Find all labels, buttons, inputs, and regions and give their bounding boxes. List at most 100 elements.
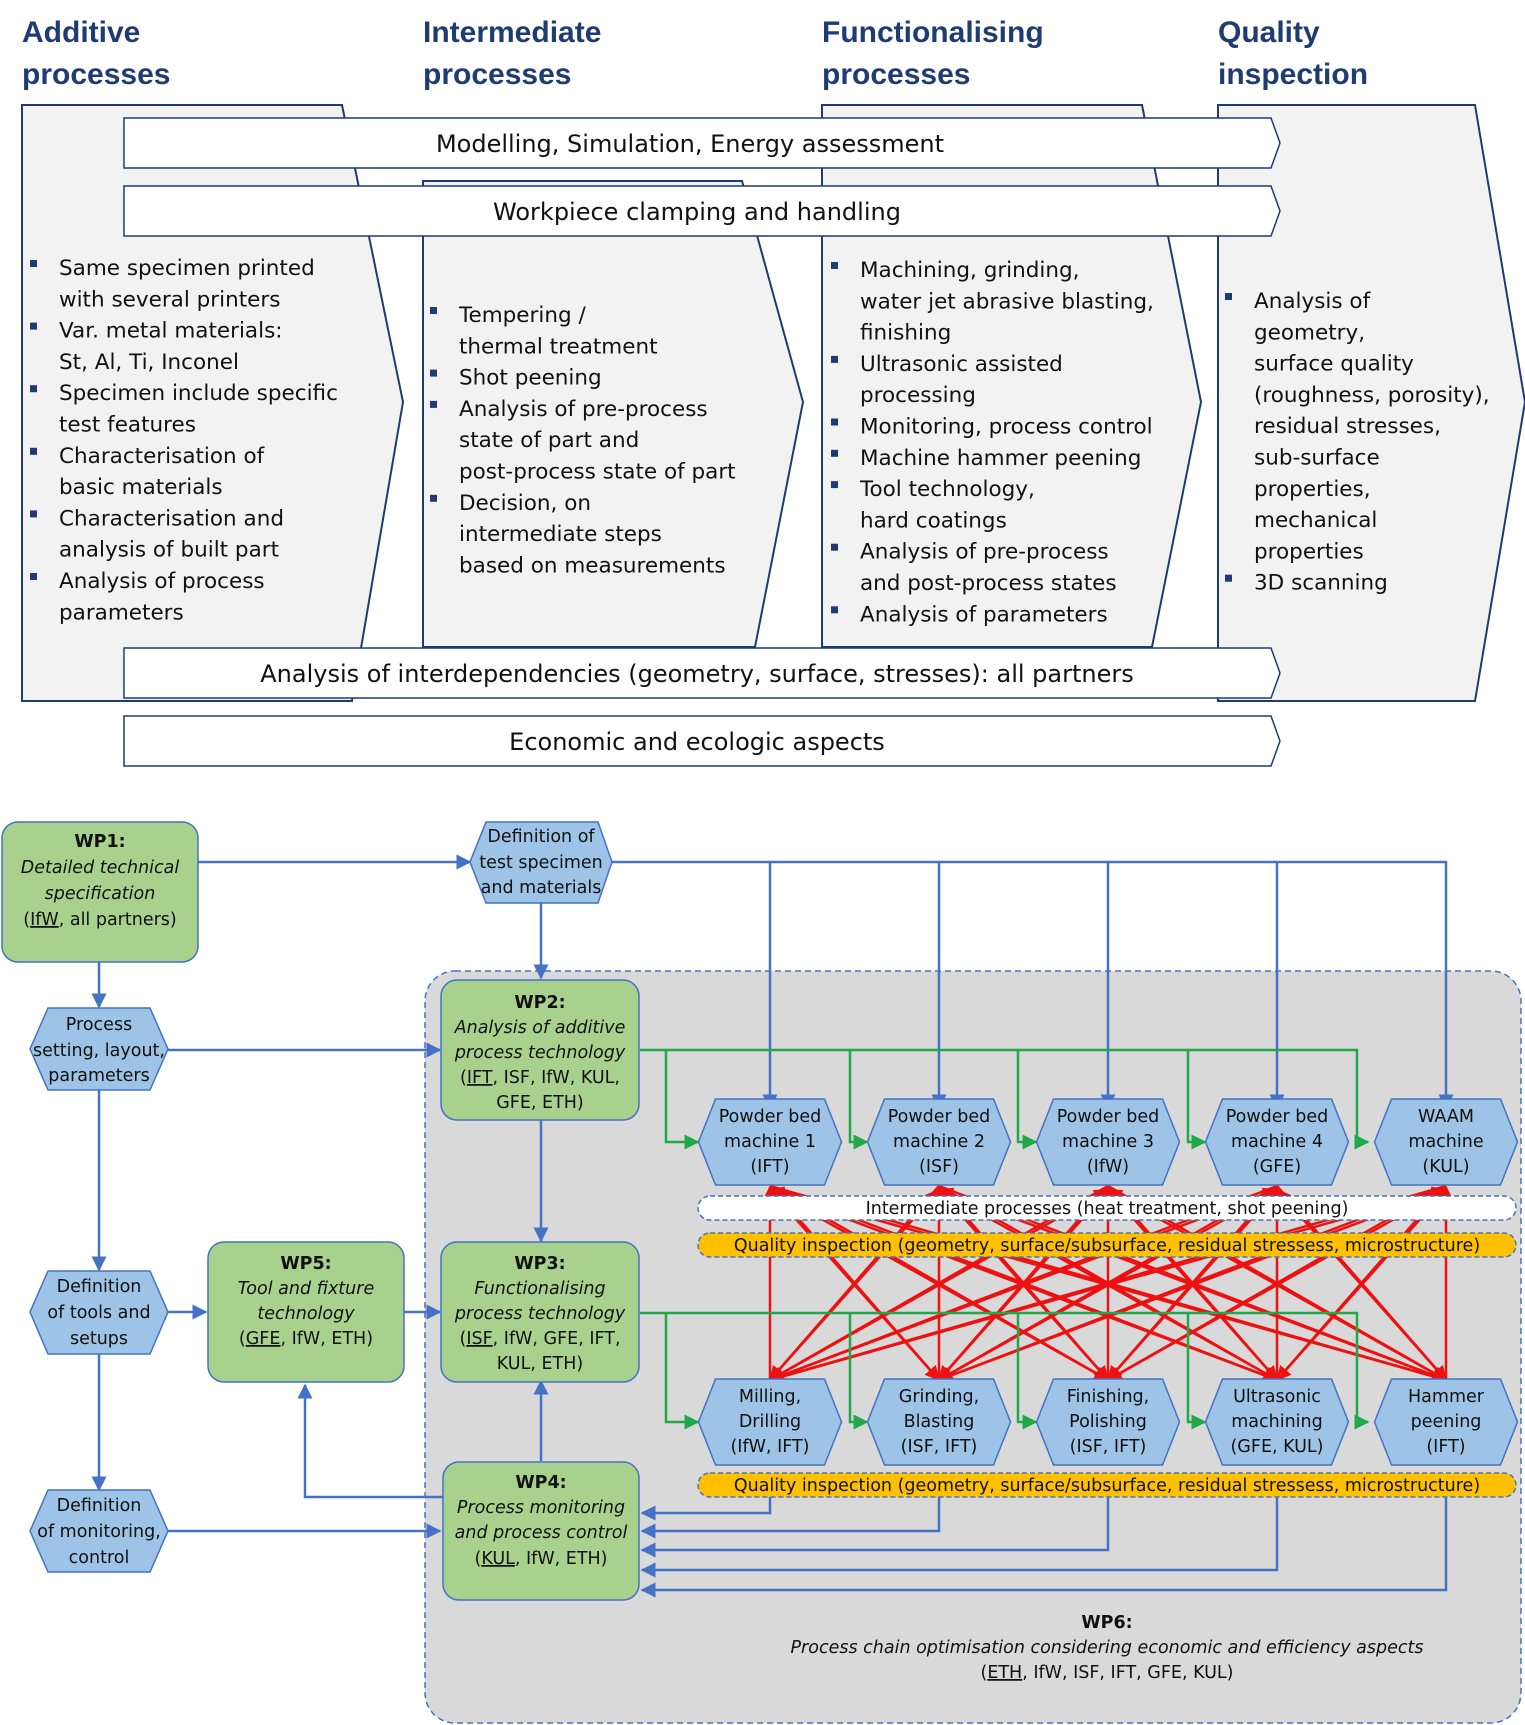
machine-4-line1: Powder bed: [1226, 1107, 1329, 1127]
machine-1-line2: machine 1: [724, 1132, 816, 1152]
wp5-line1: Tool and fixture: [238, 1279, 374, 1299]
bullet-text: Machine hammer peening: [860, 446, 1141, 471]
header-functionalising-line2: processes: [822, 58, 970, 91]
wp1-title: WP1:: [74, 832, 125, 852]
process-2-line1: Grinding,: [899, 1387, 979, 1407]
bullet-text: intermediate steps: [459, 522, 662, 547]
bar-interdependencies: [123, 647, 1281, 699]
bullet-marker: [831, 606, 838, 614]
bullet-marker: [831, 418, 838, 426]
bullet-text: with several printers: [59, 287, 280, 312]
hex-monitoring-line1: Definition: [57, 1496, 142, 1516]
wp2-title: WP2:: [514, 993, 565, 1013]
band-quality-bottom-label: Quality inspection (geometry, surface/su…: [734, 1476, 1480, 1496]
process-5-line3: (IFT): [1426, 1437, 1465, 1457]
wp5-box: [207, 1241, 405, 1383]
bullet-text: thermal treatment: [459, 334, 658, 359]
bullet-marker: [831, 481, 838, 489]
wp3-line2: process technology: [454, 1304, 626, 1324]
hex-machine-5: [1373, 1098, 1519, 1186]
wp4-box: [442, 1461, 640, 1601]
bullet-text: St, Al, Ti, Inconel: [59, 350, 239, 375]
chevron-additive: [21, 104, 405, 702]
process-4-line2: machining: [1231, 1412, 1323, 1432]
machine-3-line2: machine 3: [1062, 1132, 1154, 1152]
hex-machine-3: [1035, 1098, 1181, 1186]
bullet-marker: [30, 385, 37, 393]
chevron-quality: [1217, 104, 1525, 702]
bullet-marker: [30, 260, 37, 267]
band-quality-top-label: Quality inspection (geometry, surface/su…: [734, 1236, 1480, 1256]
hex-setting-line2: setting, layout,: [33, 1041, 165, 1061]
bullet-marker: [30, 447, 37, 455]
process-3-line1: Finishing,: [1067, 1387, 1149, 1407]
bullet-text: processing: [860, 383, 976, 408]
machine-5-line3: (KUL): [1422, 1157, 1469, 1177]
bullet-text: properties: [1254, 539, 1364, 564]
bullet-marker: [831, 543, 838, 551]
phase-chevrons: [21, 104, 1525, 702]
bullet-text: Decision, on: [459, 491, 591, 516]
red-link: [1276, 1188, 1447, 1381]
bullet-text: Ultrasonic assisted: [860, 352, 1063, 377]
hex-setting-line3: parameters: [48, 1066, 150, 1086]
hex-tools-line3: setups: [70, 1329, 128, 1349]
bar-economic-label: Economic and ecologic aspects: [509, 728, 885, 756]
machine-3-line1: Powder bed: [1057, 1107, 1160, 1127]
wp2-line2: process technology: [454, 1043, 626, 1063]
header-additive-line1: Additive: [22, 16, 140, 49]
hex-machine-4: [1204, 1098, 1350, 1186]
header-intermediate-line2: processes: [423, 58, 571, 91]
hex-tools-line2: of tools and: [47, 1303, 150, 1323]
bullet-text: Analysis of: [1254, 289, 1371, 314]
bullet-text: Var. metal materials:: [59, 319, 283, 344]
process-1-line1: Milling,: [739, 1387, 801, 1407]
wp3-partners-2: KUL, ETH): [497, 1354, 583, 1374]
bullet-marker: [430, 369, 437, 377]
wp4-line1: Process monitoring: [457, 1498, 625, 1518]
wp2-partners-2: GFE, ETH): [496, 1093, 584, 1113]
bullet-text: sub-surface: [1254, 446, 1380, 471]
bullet-marker: [430, 494, 437, 502]
process-2-line2: Blasting: [904, 1412, 975, 1432]
header-functionalising-line1: Functionalising: [822, 16, 1044, 49]
bullet-marker: [30, 573, 37, 580]
bullet-text: Analysis of pre-process: [459, 397, 708, 422]
hex-spec-line3: and materials: [481, 878, 602, 898]
bullet-text: Specimen include specific: [59, 381, 338, 406]
bullet-marker: [430, 400, 437, 408]
machine-4-line3: (GFE): [1253, 1157, 1301, 1177]
bullet-text: surface quality: [1254, 352, 1414, 377]
bar-clamping-label: Workpiece clamping and handling: [493, 198, 901, 226]
wp1-line1: Detailed technical: [21, 858, 180, 878]
hex-monitoring-line2: of monitoring,: [37, 1522, 161, 1542]
red-link: [938, 1187, 1448, 1382]
machine-5-line1: WAAM: [1418, 1107, 1474, 1127]
bullet-text: Shot peening: [459, 366, 602, 391]
bullet-text: Analysis of process: [59, 569, 265, 594]
process-hexagons: Milling,Drilling(IfW, IFT)Grinding,Blast…: [697, 1378, 1519, 1466]
bar-modelling-label: Modelling, Simulation, Energy assessment: [436, 130, 944, 158]
machine-3-line3: (IfW): [1087, 1157, 1129, 1177]
blue-connectors: [91, 854, 1454, 1598]
wp4-line2: and process control: [455, 1523, 628, 1543]
bullet-marker: [430, 307, 437, 314]
machine-4-line2: machine 4: [1231, 1132, 1323, 1152]
bullet-text: properties,: [1254, 477, 1371, 502]
bullet-text: geometry,: [1254, 320, 1365, 345]
red-link: [769, 1188, 1110, 1382]
bullet-marker: [1225, 293, 1232, 300]
process-4-line3: (GFE, KUL): [1230, 1437, 1323, 1457]
wp6-line1: Process chain optimisation considering e…: [791, 1638, 1424, 1658]
wp5-partners: (GFE, IfW, ETH): [239, 1329, 373, 1349]
wp6-title: WP6:: [1081, 1613, 1132, 1633]
wp1-box: [1, 821, 199, 963]
bullet-text: Characterisation and: [59, 506, 284, 531]
wp1-partners: (IfW, all partners): [23, 910, 177, 930]
red-link: [1107, 1188, 1448, 1382]
bullet-text: Machining, grinding,: [860, 258, 1080, 283]
bullet-text: parameters: [59, 600, 184, 625]
bullet-text: basic materials: [59, 475, 223, 500]
machine-1-line1: Powder bed: [719, 1107, 822, 1127]
